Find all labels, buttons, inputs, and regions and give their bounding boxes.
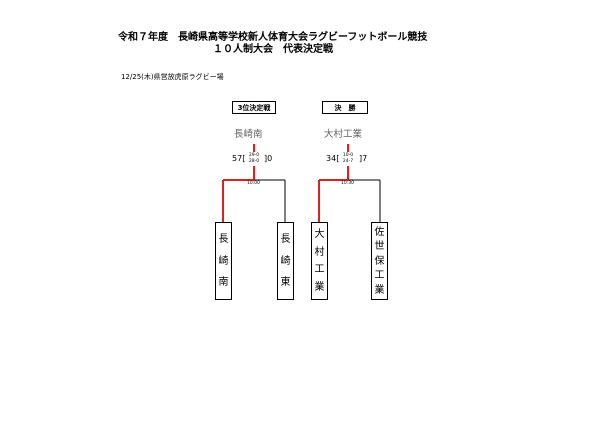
match1-team-left: 長 崎 南 [215,222,232,300]
match2-winner: 大村工業 [324,129,363,140]
match1-half1: 29-0 [248,153,260,158]
match1-score-right: ]0 [264,154,273,163]
page-title-line2: １０人制大会 代表決定戦 [213,44,333,55]
match1-label: 3位決定戦 [232,101,276,114]
match2-score-right: ]7 [359,154,368,163]
match2-team-left: 大 村 工 業 [311,222,328,300]
match1-half-scores: 29-0 28-0 [244,153,264,164]
page-title-line1: 令和７年度 長崎県高等学校新人体育大会ラグビーフットボール競技 [118,32,428,43]
match1-half2: 28-0 [248,158,260,164]
match1-kickoff-time: 10:00 [247,181,260,186]
match2-half2: 24-7 [342,158,354,164]
match2-kickoff-time: 10:30 [341,181,354,186]
match2-score-left: 34[ [326,154,340,163]
venue-date: 12/25(木)県営放虎原ラグビー場 [121,73,224,81]
match1-team-right: 長 崎 東 [277,222,294,300]
match2-team-right: 佐 世 保 工 業 [371,222,388,300]
match1-score-left: 57[ [232,154,246,163]
match2-half-scores: 10-0 24-7 [338,153,358,164]
match1-winner: 長崎南 [234,129,263,140]
match2-half1: 10-0 [342,153,354,158]
match2-label: 決 勝 [322,101,368,114]
